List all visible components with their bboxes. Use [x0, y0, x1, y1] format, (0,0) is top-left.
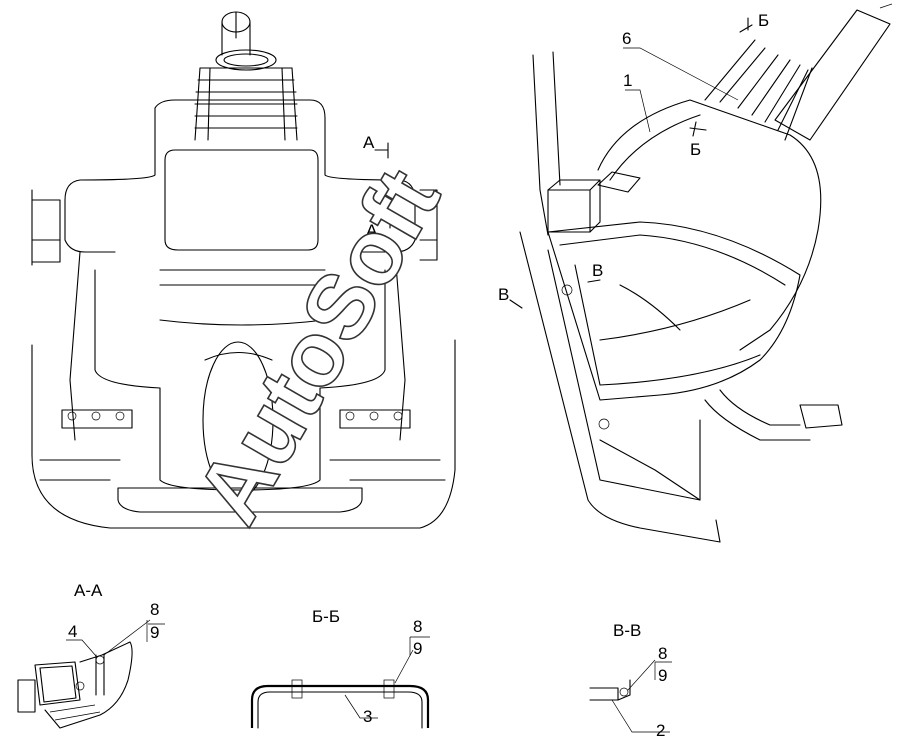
section-title-b-b: Б-Б	[312, 607, 340, 626]
callout-vv-8: 8	[658, 644, 667, 663]
callout-3: 3	[363, 707, 372, 726]
cut-mark-v-left: В	[498, 285, 509, 304]
cut-mark-v-right: В	[592, 261, 603, 280]
cut-mark-b-top: Б	[758, 11, 769, 30]
callout-aa-8: 8	[150, 600, 159, 619]
callout-6: 6	[622, 29, 631, 48]
section-a-a: А-А 4 8 9	[17, 581, 165, 729]
section-title-v-v: В-В	[613, 621, 641, 640]
section-b-b: Б-Б 3 8 9	[250, 607, 430, 729]
callout-bb-8: 8	[413, 617, 422, 636]
callout-aa-9: 9	[150, 623, 159, 642]
callout-4: 4	[68, 622, 77, 641]
callout-bb-9: 9	[413, 639, 422, 658]
callout-1: 1	[623, 71, 632, 90]
cut-mark-b-mid: Б	[690, 140, 701, 159]
callout-vv-9: 9	[658, 666, 667, 685]
side-view: Б Б В В 6 1	[498, 3, 893, 543]
cut-mark-a-top: А	[363, 133, 375, 152]
section-title-a-a: А-А	[74, 581, 103, 600]
front-view: А А	[31, 11, 456, 529]
callout-2: 2	[656, 721, 665, 740]
section-v-v: В-В 8 9 2	[589, 621, 672, 740]
cut-mark-a-bottom: А	[366, 221, 378, 240]
